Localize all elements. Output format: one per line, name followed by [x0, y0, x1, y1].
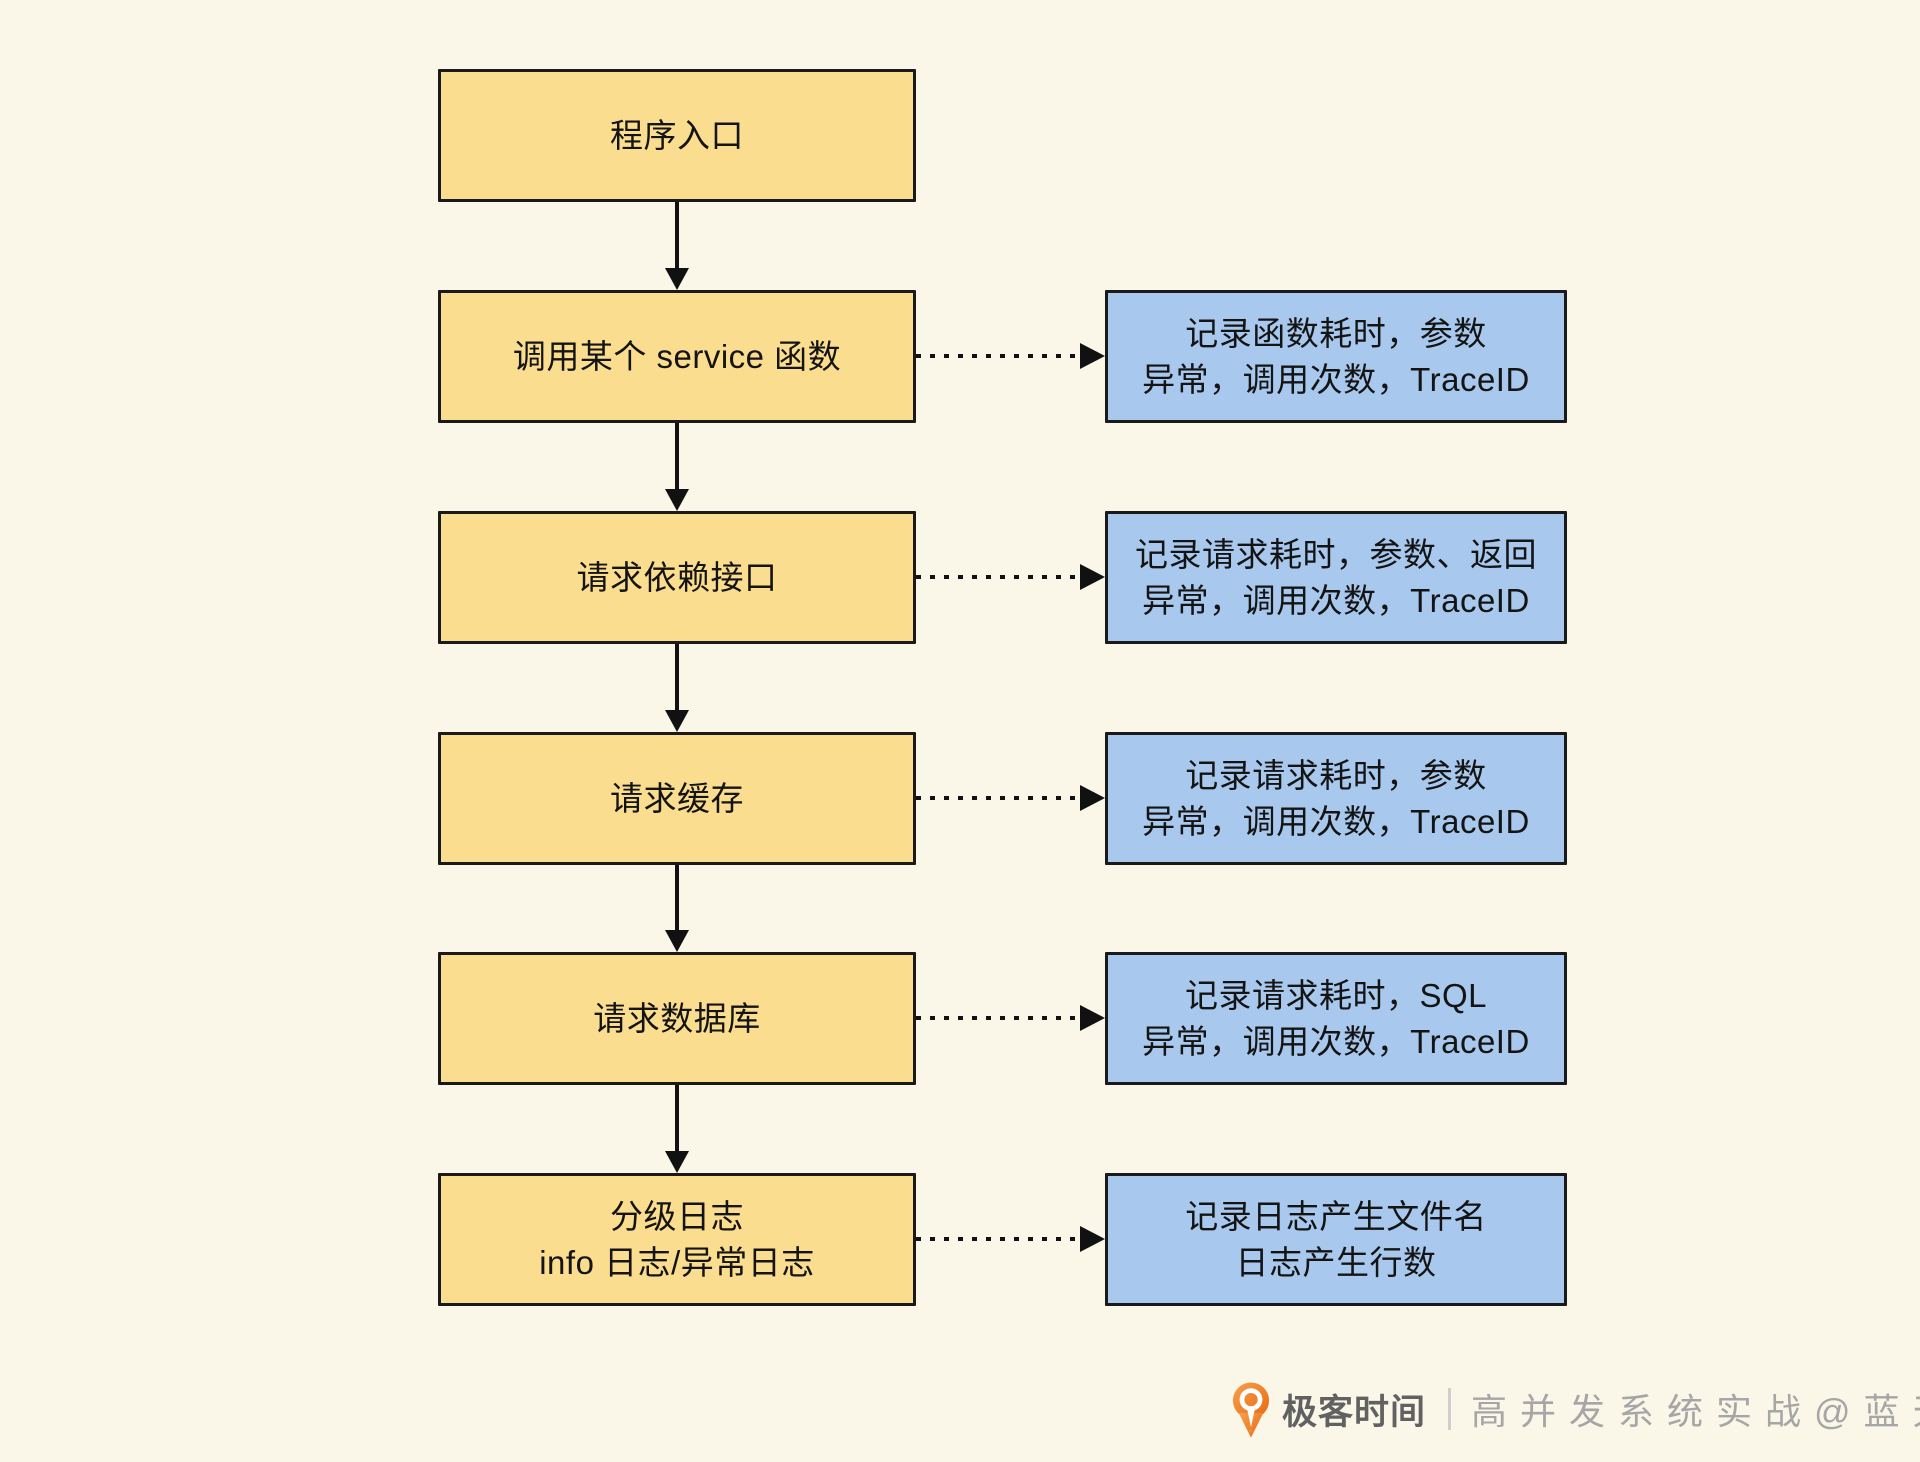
- note-text-line: 记录函数耗时，参数: [1185, 314, 1487, 352]
- flow-step-label: 请求缓存: [610, 779, 744, 817]
- note-text-line: 记录日志产生文件名: [1185, 1197, 1487, 1235]
- note-text-line: 记录请求耗时，SQL: [1184, 976, 1488, 1014]
- note-box-dependency-metrics: 记录请求耗时，参数、返回 异常，调用次数，TraceID: [1105, 511, 1567, 644]
- flow-step-label: 程序入口: [610, 116, 744, 154]
- note-text-line: 日志产生行数: [1235, 1243, 1437, 1281]
- note-text-line: 记录请求耗时，参数、返回: [1135, 535, 1537, 573]
- footer-separator: [1448, 1388, 1452, 1430]
- geektime-pin-icon: [1232, 1382, 1270, 1438]
- flow-step-leveled-logs: 分级日志 info 日志/异常日志: [438, 1173, 916, 1306]
- note-text-line: 记录请求耗时，参数: [1185, 756, 1487, 794]
- note-box-function-metrics: 记录函数耗时，参数 异常，调用次数，TraceID: [1105, 290, 1567, 423]
- dotted-arrow-icon: [916, 785, 1105, 811]
- dotted-arrow-icon: [916, 343, 1105, 369]
- flow-step-request-database: 请求数据库: [438, 952, 916, 1085]
- note-text-line: 异常，调用次数，TraceID: [1142, 1022, 1530, 1060]
- flow-step-program-entry: 程序入口: [438, 69, 916, 202]
- flow-step-request-dependency-api: 请求依赖接口: [438, 511, 916, 644]
- note-box-cache-metrics: 记录请求耗时，参数 异常，调用次数，TraceID: [1105, 732, 1567, 865]
- note-box-log-metrics: 记录日志产生文件名 日志产生行数: [1105, 1173, 1567, 1306]
- brand-name: 极客时间: [1282, 1392, 1427, 1432]
- flow-step-call-service: 调用某个 service 函数: [438, 290, 916, 423]
- note-text-line: 异常，调用次数，TraceID: [1142, 360, 1530, 398]
- flow-step-label: 调用某个 service 函数: [512, 337, 842, 375]
- dotted-arrow-icon: [916, 564, 1105, 590]
- dotted-arrow-icon: [916, 1005, 1105, 1031]
- flow-step-label: info 日志/异常日志: [539, 1243, 815, 1281]
- flow-step-label: 请求依赖接口: [576, 558, 778, 596]
- course-name: 高并发系统实战@蓝天: [1471, 1391, 1920, 1432]
- note-text-line: 异常，调用次数，TraceID: [1142, 802, 1530, 840]
- note-box-database-metrics: 记录请求耗时，SQL 异常，调用次数，TraceID: [1105, 952, 1567, 1085]
- flow-step-request-cache: 请求缓存: [438, 732, 916, 865]
- flow-step-label: 分级日志: [610, 1197, 744, 1235]
- flow-step-label: 请求数据库: [593, 999, 761, 1037]
- note-text-line: 异常，调用次数，TraceID: [1142, 581, 1530, 619]
- footer-watermark: 极客时间 高并发系统实战@蓝天: [1232, 1376, 1920, 1442]
- dotted-arrow-icon: [916, 1226, 1105, 1252]
